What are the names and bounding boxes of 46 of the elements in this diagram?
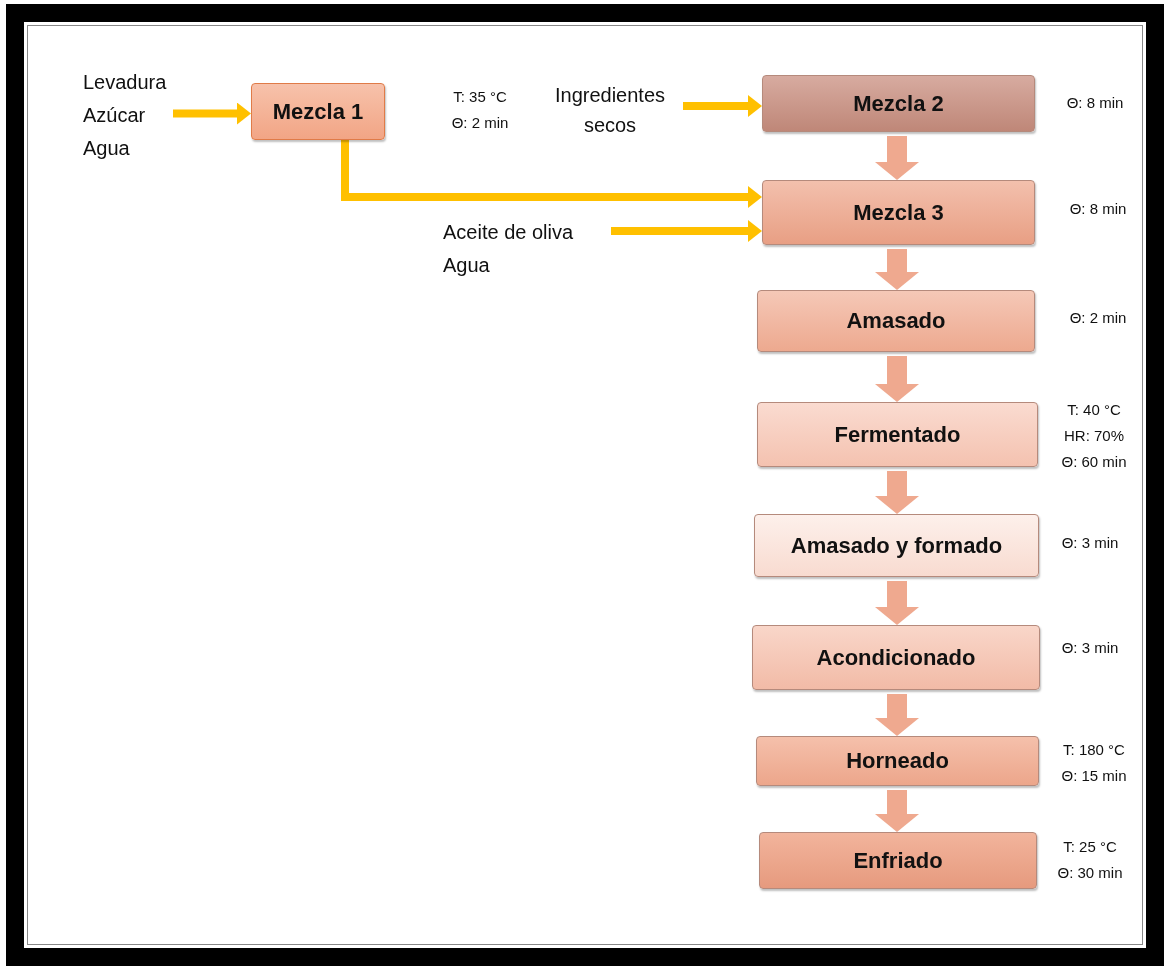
ingredient-text: Azúcar xyxy=(83,103,147,128)
block-arrow xyxy=(875,136,919,180)
parameter-text: T: 40 °C xyxy=(1066,400,1122,420)
step-label: Horneado xyxy=(846,748,949,774)
ingredient-text: Ingredientes secos xyxy=(553,83,667,138)
block-arrow xyxy=(875,249,919,290)
ingredient-text: Agua xyxy=(83,136,131,161)
parameter-text: Θ: 3 min xyxy=(1060,533,1120,553)
parameter-text: T: 35 °C xyxy=(452,87,508,107)
step-label: Mezcla 2 xyxy=(853,90,944,117)
ingredient-text: Agua xyxy=(443,253,491,278)
step-label: Amasado xyxy=(846,308,946,334)
step-label: Mezcla 3 xyxy=(853,199,944,226)
parameter-text: T: 25 °C xyxy=(1062,837,1118,857)
parameter-text: Θ: 8 min xyxy=(1065,93,1125,113)
process-box xyxy=(754,514,1039,577)
parameter-text: Θ: 8 min xyxy=(1068,199,1128,219)
process-box xyxy=(762,180,1035,245)
parameter-text: Θ: 30 min xyxy=(1056,863,1124,883)
parameter-text: Θ: 60 min xyxy=(1060,452,1128,472)
parameter-text: Θ: 2 min xyxy=(1068,308,1128,328)
parameter-text: HR: 70% xyxy=(1063,426,1125,446)
block-arrow xyxy=(875,581,919,625)
step-label: Acondicionado xyxy=(816,644,976,671)
process-box xyxy=(757,290,1035,352)
step-label: Amasado y formado xyxy=(790,532,1003,559)
step-label: Enfriado xyxy=(853,847,943,874)
parameter-text: T: 180 °C xyxy=(1062,740,1126,760)
step-label: Mezcla 1 xyxy=(272,98,364,125)
process-box xyxy=(759,832,1037,889)
block-arrow xyxy=(875,356,919,402)
parameter-text: Θ: 15 min xyxy=(1060,766,1128,786)
block-arrow xyxy=(875,694,919,736)
parameter-text: Θ: 2 min xyxy=(450,113,510,133)
process-box xyxy=(756,736,1039,786)
process-box xyxy=(762,75,1035,132)
step-label: Fermentado xyxy=(834,421,961,448)
process-box xyxy=(757,402,1038,467)
ingredient-text: Levadura xyxy=(83,70,168,95)
process-box xyxy=(251,83,385,140)
parameter-text: Θ: 3 min xyxy=(1060,638,1120,658)
ingredient-text: Aceite de oliva xyxy=(443,220,575,245)
block-arrow xyxy=(875,790,919,832)
block-arrow xyxy=(875,471,919,514)
process-box xyxy=(752,625,1040,690)
flow-arrow xyxy=(341,140,762,208)
